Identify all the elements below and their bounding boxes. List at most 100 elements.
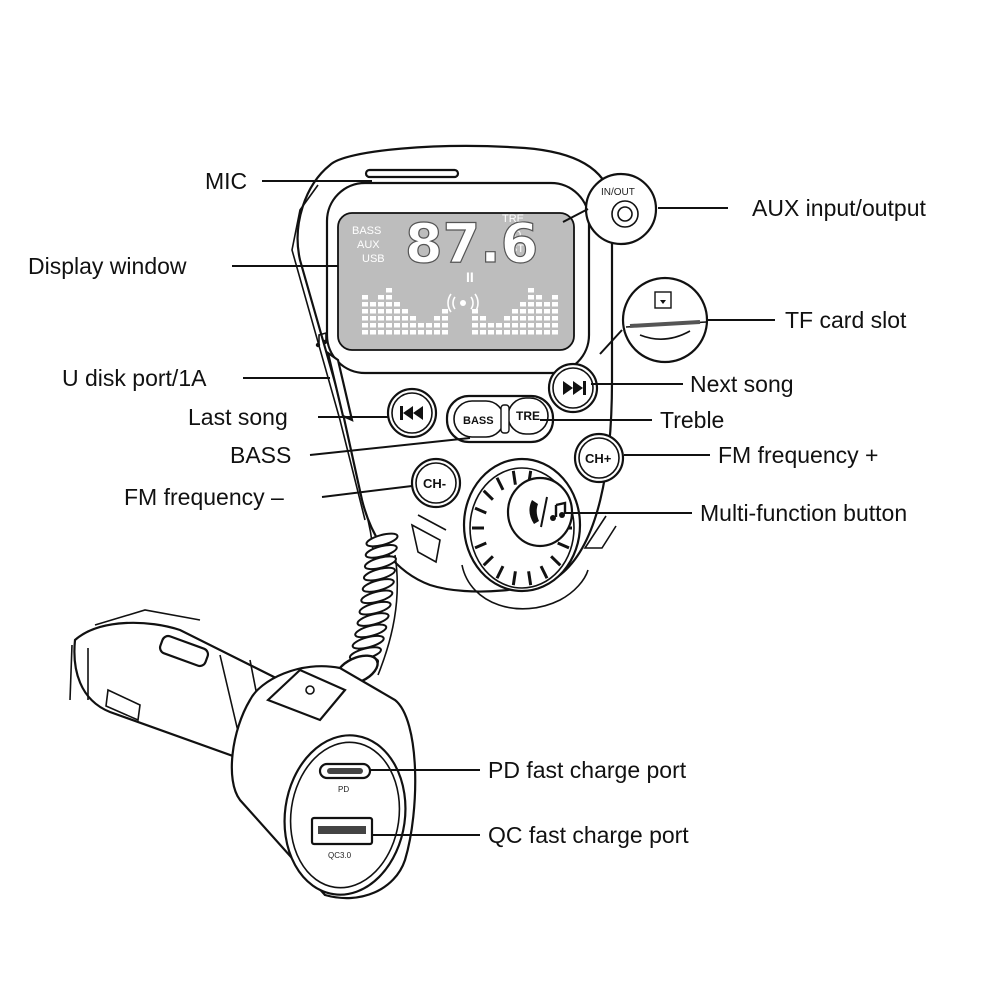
knob-ridge (527, 571, 533, 586)
next-track-icon (563, 381, 586, 395)
knob-ridge (539, 565, 549, 579)
music-note-icon (315, 331, 328, 348)
spectrum-segment (504, 323, 510, 328)
spectrum-segment (552, 316, 558, 321)
spectrum-segment (536, 295, 542, 300)
spectrum-segment (480, 330, 486, 335)
mic-grille (364, 168, 460, 179)
label-bass: BASS (230, 442, 291, 468)
label-tf-card-slot: TF card slot (785, 307, 907, 333)
spectrum-segment (512, 316, 518, 321)
spectrum-segment (536, 323, 542, 328)
spectrum-segment (442, 309, 448, 314)
knob-ridge (511, 571, 517, 586)
spectrum-segment (370, 316, 376, 321)
spectrum-segment (536, 316, 542, 321)
spectrum-segment (480, 323, 486, 328)
spectrum-segment (386, 302, 392, 307)
spectrum-segment (552, 323, 558, 328)
lcd-play-state: II (466, 269, 474, 285)
spectrum-segment (362, 316, 368, 321)
spectrum-segment (402, 330, 408, 335)
spectrum-segment (410, 316, 416, 321)
spectrum-segment (488, 323, 494, 328)
previous-track-button[interactable] (386, 387, 438, 439)
lcd-mode-aux: AUX (357, 239, 380, 251)
spectrum-segment (520, 302, 526, 307)
spectrum-segment (544, 309, 550, 314)
spectrum-segment (434, 323, 440, 328)
spectrum-segment (472, 323, 478, 328)
spectrum-segment (426, 330, 432, 335)
spectrum-segment (496, 330, 502, 335)
label-display-window: Display window (28, 253, 187, 279)
spectrum-segment (552, 309, 558, 314)
knob-ridge (511, 470, 517, 485)
spectrum-segment (544, 302, 550, 307)
spectrum-segment (378, 295, 384, 300)
callout-lines (232, 180, 775, 836)
spectrum-segment (544, 323, 550, 328)
spectrum-segment (386, 309, 392, 314)
spectrum-segment (362, 330, 368, 335)
spectrum-segment (504, 316, 510, 321)
label-fm-frequency-plus: FM frequency + (718, 442, 878, 468)
label-aux: AUX input/output (752, 195, 927, 221)
spectrum-segment (370, 302, 376, 307)
spectrum-segment (426, 323, 432, 328)
lcd-mode-tre: TRE (502, 213, 524, 225)
knob-ridge (495, 565, 505, 579)
spectrum-segment (528, 323, 534, 328)
knob-ridge (474, 541, 487, 550)
spectrum-segment (512, 323, 518, 328)
multi-function-button[interactable] (462, 457, 582, 593)
spectrum-segment (386, 330, 392, 335)
spectrum-segment (544, 330, 550, 335)
car-charger: PD QC3.0 (69, 609, 417, 900)
ch-plus-button[interactable]: CH+ (573, 432, 625, 484)
spectrum-segment (434, 316, 440, 321)
next-track-button[interactable] (547, 362, 599, 414)
spectrum-segment (472, 316, 478, 321)
spectrum-segment (488, 330, 494, 335)
spectrum-segment (362, 323, 368, 328)
label-pd-port: PD fast charge port (488, 757, 687, 783)
spectrum-segment (512, 330, 518, 335)
label-last-song: Last song (188, 404, 288, 430)
spectrum-segment (512, 309, 518, 314)
spectrum-segment (552, 330, 558, 335)
device-head: BASS AUX USB TRE SD BT 87.6 II (291, 144, 625, 610)
aux-jack-inset: IN/OUT (562, 172, 658, 246)
knob-ridge (482, 489, 494, 501)
spectrum-segment (528, 288, 534, 293)
spectrum-segment (496, 323, 502, 328)
knob-ridge (550, 555, 562, 567)
spectrum-segment (528, 309, 534, 314)
display-window (337, 212, 575, 351)
previous-track-icon (400, 406, 423, 420)
lcd-mode-sd: SD (506, 229, 521, 241)
spectrum-segment (520, 316, 526, 321)
spectrum-segment (472, 330, 478, 335)
spectrum-segment (528, 295, 534, 300)
spectrum-segment (528, 330, 534, 335)
label-treble: Treble (660, 407, 724, 433)
spectrum-segment (520, 323, 526, 328)
spectrum-segment (394, 309, 400, 314)
spectrum-segment (442, 323, 448, 328)
lcd-spectrum (362, 288, 558, 335)
spectrum-segment (536, 302, 542, 307)
spectrum-segment (480, 316, 486, 321)
ch-minus-button[interactable]: CH- (410, 457, 462, 509)
ch-plus-label: CH+ (585, 451, 612, 466)
spectrum-segment (536, 330, 542, 335)
spectrum-segment (552, 295, 558, 300)
label-multi-function-button: Multi-function button (700, 500, 907, 526)
treble-button-label: TRE (516, 409, 540, 423)
spectrum-segment (386, 316, 392, 321)
knob-ridges (472, 470, 572, 586)
label-fm-frequency-minus: FM frequency – (124, 484, 284, 510)
spectrum-segment (394, 302, 400, 307)
spectrum-segment (528, 316, 534, 321)
